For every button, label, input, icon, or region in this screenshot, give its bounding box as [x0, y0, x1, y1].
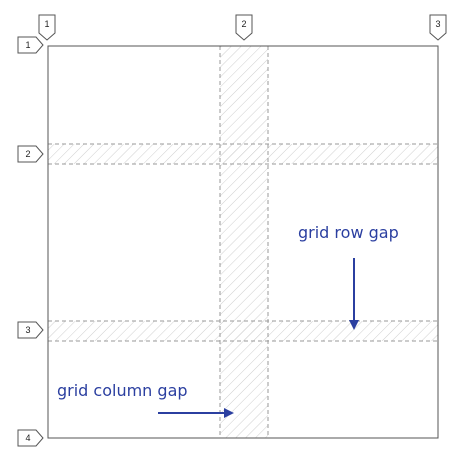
row-marker-1-label: 1 [25, 40, 30, 50]
row-marker-2: 2 [17, 145, 44, 163]
row-marker-3-label: 3 [25, 325, 30, 335]
row-gap-area-2 [48, 321, 438, 341]
column-marker-2: 2 [235, 14, 253, 41]
column-marker-3: 3 [429, 14, 447, 41]
row-marker-3: 3 [17, 321, 44, 339]
column-gap-label: grid column gap [57, 381, 188, 400]
row-marker-4: 4 [17, 429, 44, 447]
row-gap-area-1 [48, 144, 438, 164]
grid-container [47, 45, 439, 439]
row-gap-label: grid row gap [298, 223, 399, 242]
column-gap-area [220, 46, 268, 438]
row-marker-1: 1 [17, 36, 44, 54]
column-marker-3-label: 3 [435, 19, 440, 29]
column-marker-2-label: 2 [241, 19, 246, 29]
column-marker-1: 1 [38, 14, 56, 41]
row-marker-4-label: 4 [25, 433, 30, 443]
column-marker-1-label: 1 [44, 19, 49, 29]
gap-dashed-lines [48, 46, 438, 438]
row-marker-2-label: 2 [25, 149, 30, 159]
